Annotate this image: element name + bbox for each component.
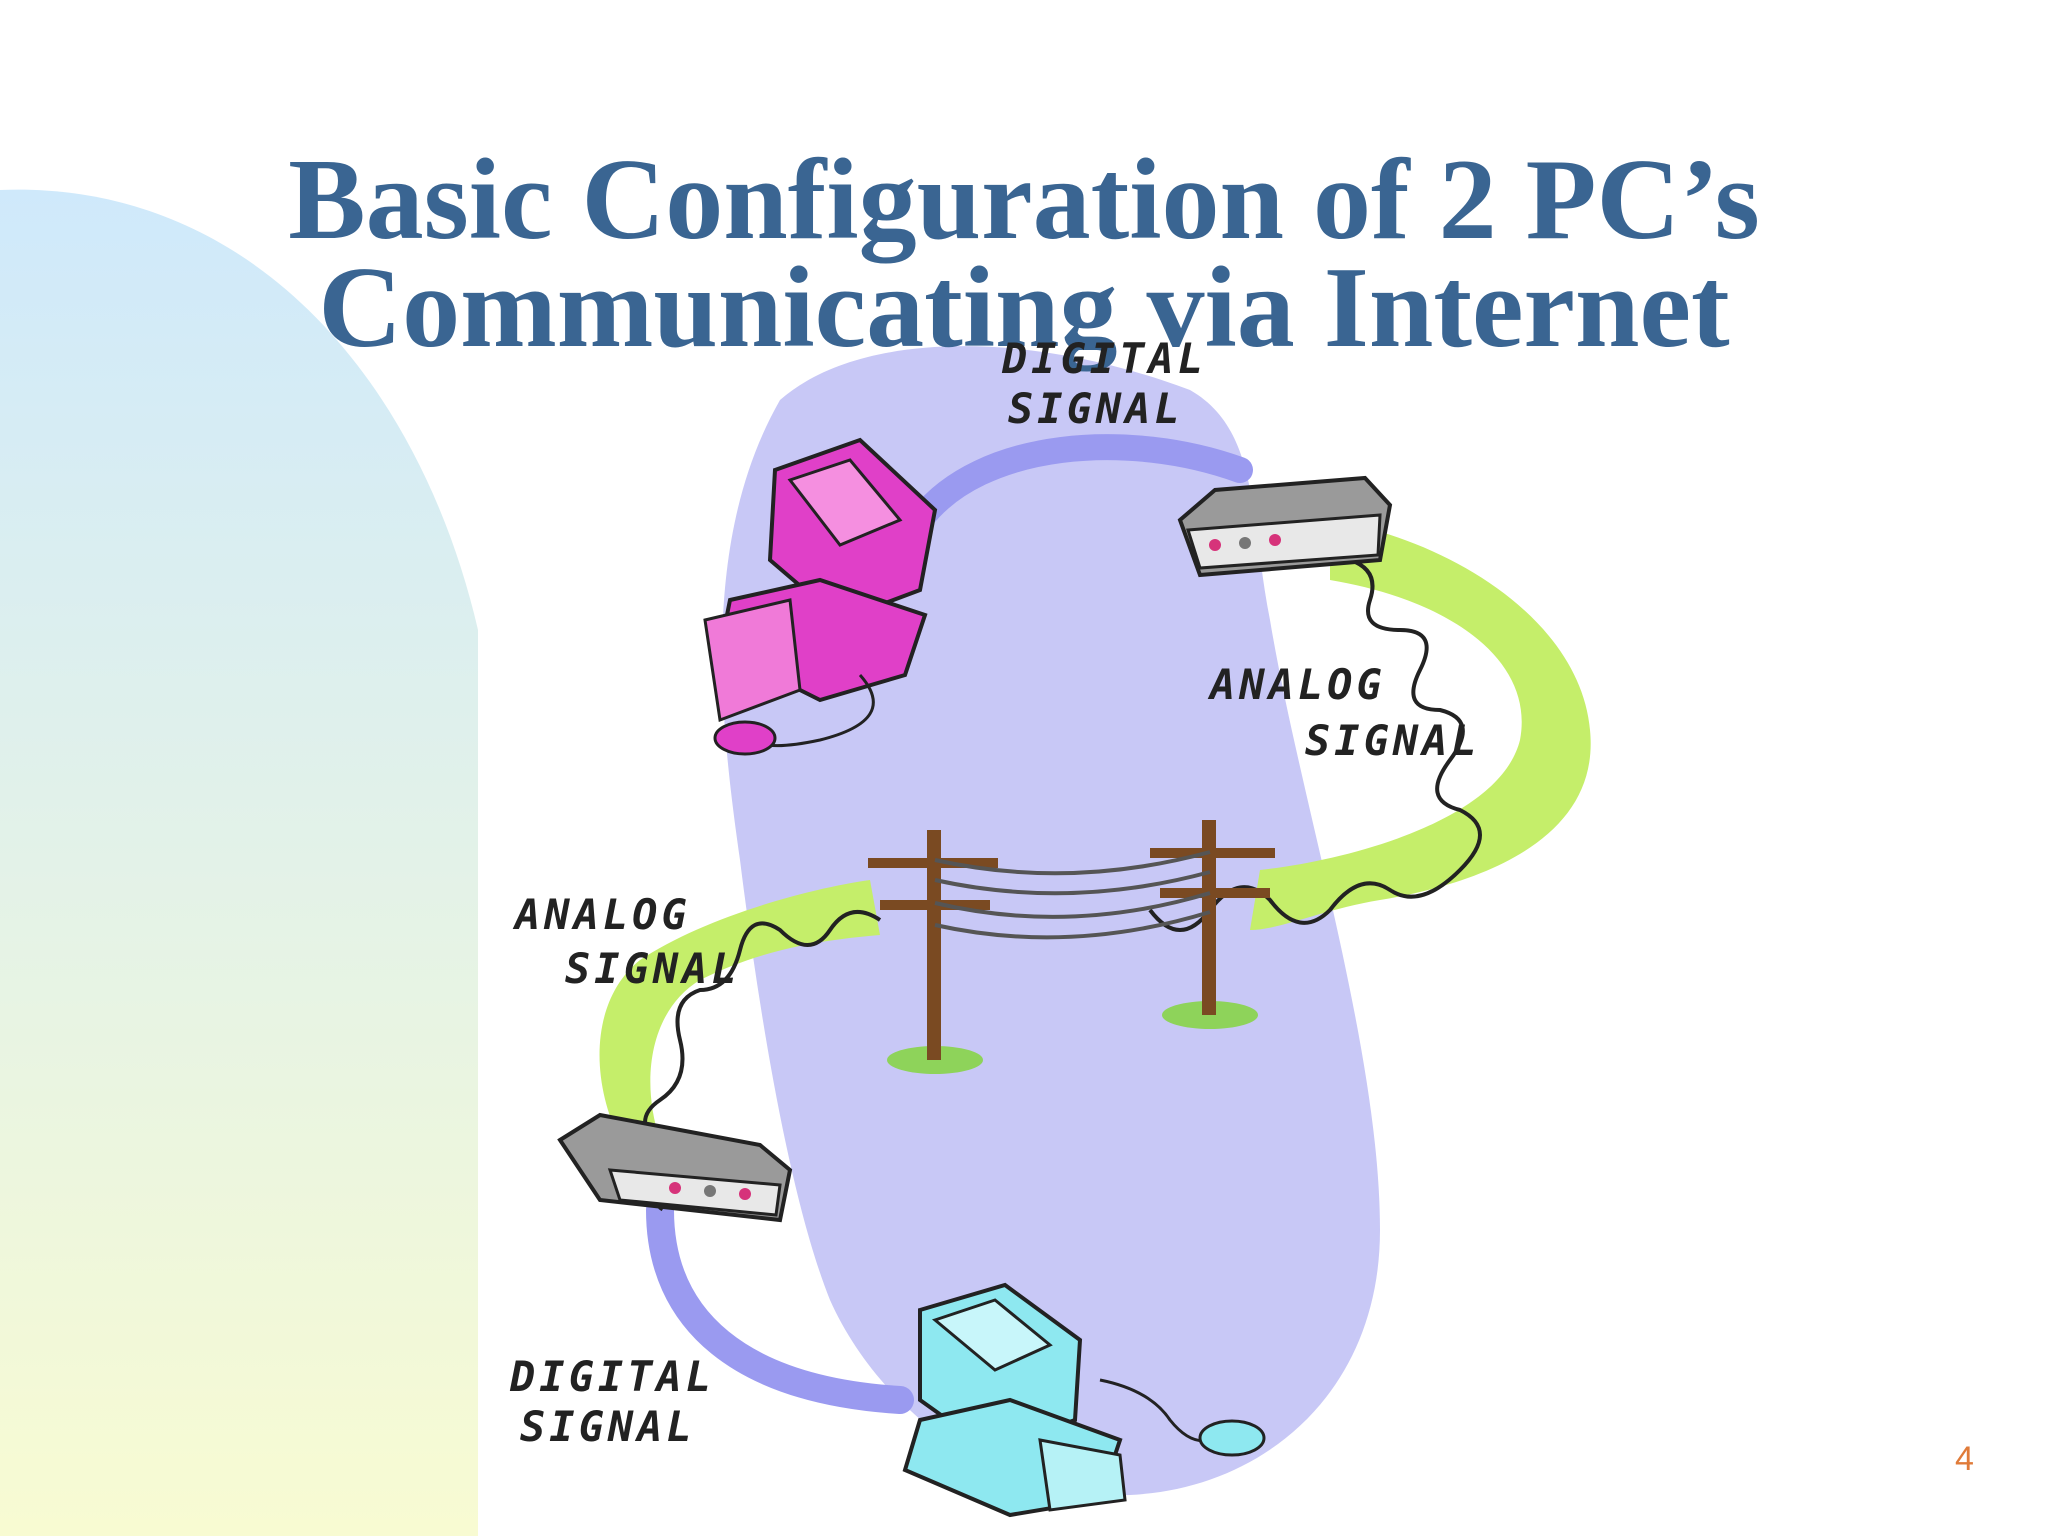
label-digital-top-1: DIGITAL: [1002, 334, 1208, 383]
left-decor-shape: [0, 189, 478, 1536]
modem-bottom-icon: [557, 1112, 793, 1223]
label-digital-bottom-1: DIGITAL: [510, 1352, 716, 1401]
utility-poles: [868, 820, 1275, 1074]
page-number: 4: [1955, 1440, 1974, 1478]
pc-bottom-icon: [902, 1282, 1266, 1518]
digital-arc-top: [907, 434, 1253, 533]
label-digital-top-2: SIGNAL: [1008, 384, 1184, 433]
slide-title-line-1: Basic Configuration of 2 PC’s: [288, 136, 1760, 264]
analog-path-right: [1250, 520, 1591, 930]
label-analog-left-1: ANALOG: [515, 890, 691, 939]
modem-top-icon: [1177, 475, 1393, 578]
digital-arc-bottom: [646, 1196, 914, 1414]
label-analog-left-2: SIGNAL: [565, 944, 741, 993]
slide-title-line-2: Communicating via Internet: [318, 244, 1730, 372]
pc-top-icon: [703, 437, 938, 756]
label-digital-bottom-2: SIGNAL: [520, 1402, 696, 1451]
label-analog-right-1: ANALOG: [1210, 660, 1386, 709]
label-analog-right-2: SIGNAL: [1305, 716, 1481, 765]
analog-path-left: [599, 880, 880, 1140]
